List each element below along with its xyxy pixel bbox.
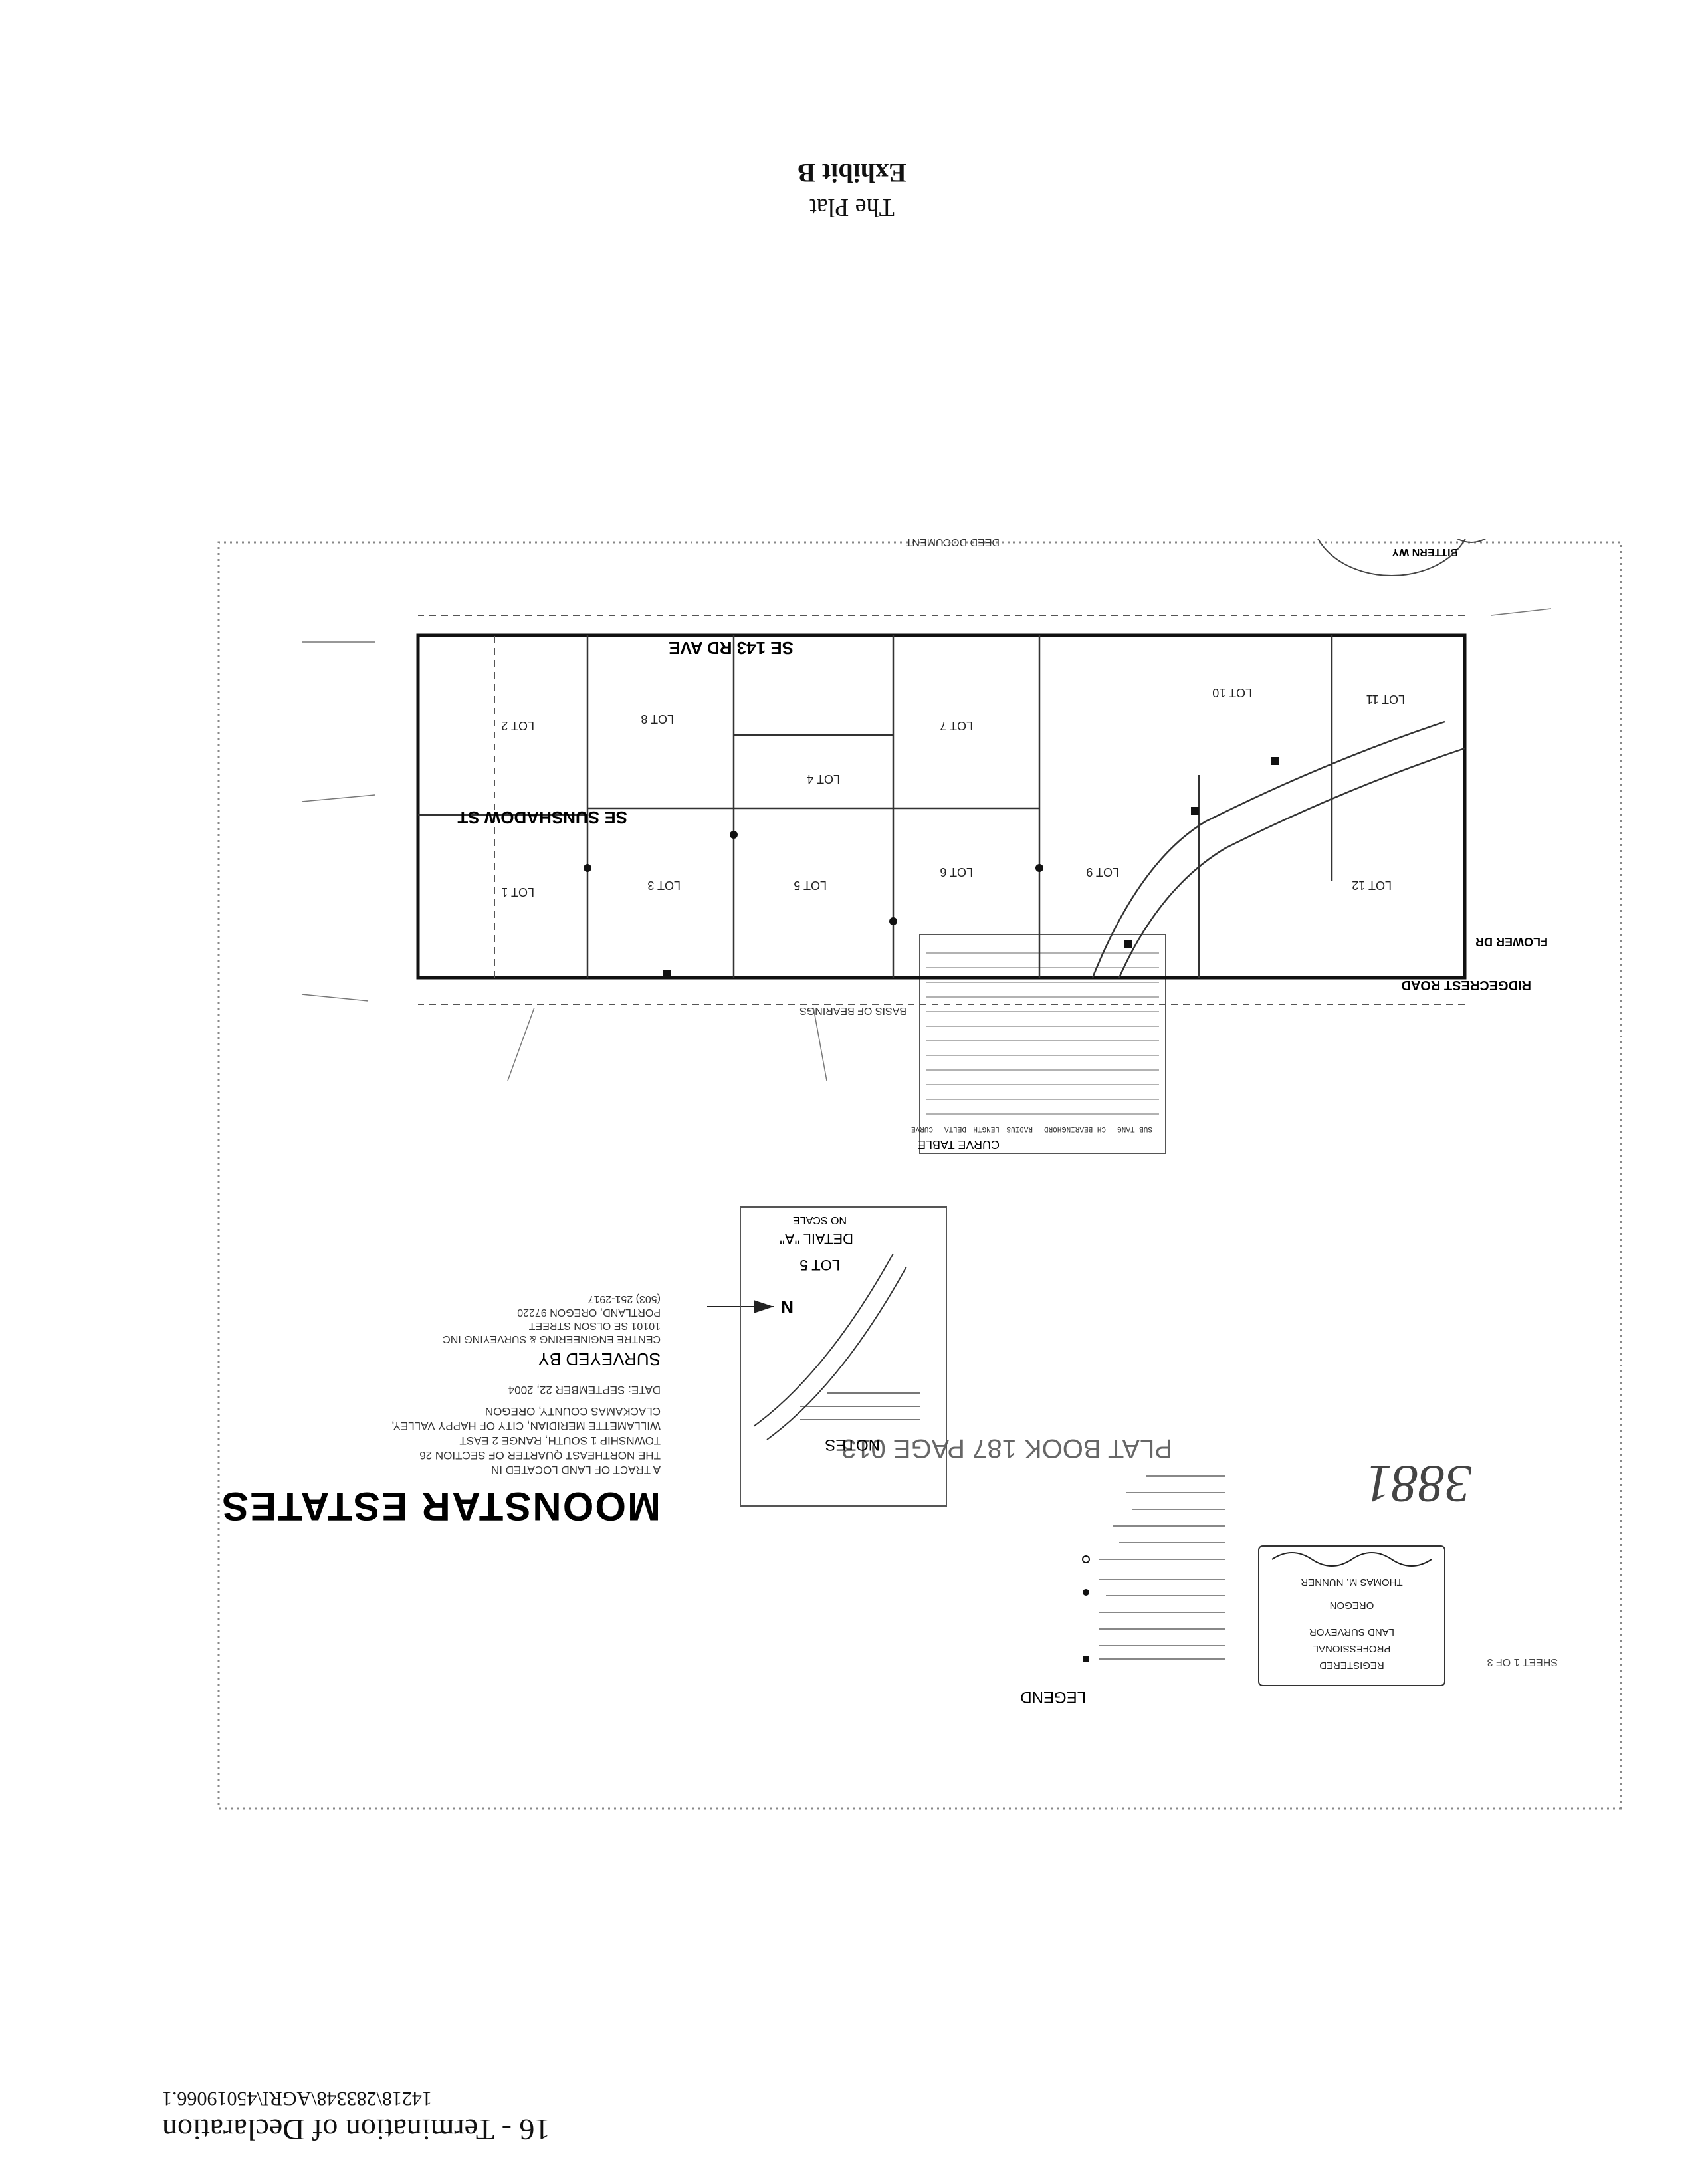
curve-col-header: RADIUS <box>1006 1125 1033 1133</box>
lot-label: LOT 3 <box>647 879 681 892</box>
plat-desc-line: WILLAMETTE MERIDIAN, CITY OF HAPPY VALLE… <box>391 1420 661 1432</box>
stamp-line: LAND SURVEYOR <box>1309 1626 1394 1638</box>
plat-desc-line: CLACKAMAS COUNTY, OREGON <box>485 1405 661 1418</box>
curve-col-header: LENGTH <box>973 1125 1000 1133</box>
curve-table-title: CURVE TABLE <box>918 1138 1000 1151</box>
curve-col-header: CH BEARING <box>1062 1125 1106 1133</box>
lot-label: LOT 7 <box>940 719 973 732</box>
lot-label: LOT 6 <box>940 865 973 879</box>
stamp-line: OREGON <box>1330 1600 1374 1611</box>
sheet-number: 3881 <box>1365 1454 1472 1513</box>
plat-title-block: MOONSTAR ESTATES A TRACT OF LAND LOCATED… <box>221 1293 1172 1529</box>
detail-title: DETAIL "A" <box>780 1230 853 1247</box>
exhibit-label: Exhibit B <box>798 158 906 188</box>
curve-col-header: DELTA <box>944 1125 966 1133</box>
lot-label: LOT 10 <box>1212 686 1252 699</box>
plat-desc-line: TOWNSHIP 1 SOUTH, RANGE 2 EAST <box>459 1434 661 1447</box>
street-bittern: BITTERN WY <box>1392 546 1458 558</box>
plat-svg: MOONSTAR ESTATES A TRACT OF LAND LOCATED… <box>217 455 1622 1810</box>
lot-label: LOT 9 <box>1086 865 1119 879</box>
lot-label: LOT 2 <box>501 719 534 732</box>
plat-date: DATE: SEPTEMBER 22, 2004 <box>508 1384 661 1396</box>
plat-desc-line: THE NORTHEAST QUARTER OF SECTION 26 <box>419 1449 661 1462</box>
legend-label: LEGEND <box>1020 1688 1086 1706</box>
surveyor-line: 10101 SE OLSON STREET <box>528 1320 661 1331</box>
header-title: 16 - Termination of Declaration <box>162 2113 550 2147</box>
notes-label: NOTES <box>825 1436 880 1454</box>
curve-table: CURVE TABLE CURVE DELTA LENGTH RADIUS CH… <box>911 934 1166 1154</box>
curve-col-header: CURVE <box>911 1125 933 1133</box>
surveyor-line: CENTRE ENGINEERING & SURVEYING INC <box>443 1333 661 1345</box>
curve-table-frame <box>919 934 1166 1154</box>
exhibit-caption: The Plat <box>809 193 895 221</box>
surveyor-line: PORTLAND, OREGON 97220 <box>517 1307 661 1318</box>
plat-book: PLAT BOOK 187 PAGE 013 <box>841 1434 1172 1463</box>
surveyor-info: CENTRE ENGINEERING & SURVEYING INC 10101… <box>443 1293 661 1345</box>
sheet-label: SHEET 1 OF 3 <box>1487 1656 1558 1668</box>
street-flower: FLOWER DR <box>1475 935 1548 948</box>
basis-of-bearings: BASIS OF BEARINGS <box>799 1005 906 1016</box>
subdivision-map: SE SUNSHADOW ST SE 143 RD AVE RIDGECREST… <box>301 455 1552 1081</box>
plat-drawing: MOONSTAR ESTATES A TRACT OF LAND LOCATED… <box>215 455 1624 1812</box>
curve-col-header: SUB TANG <box>1117 1125 1152 1133</box>
subdivision-boundary <box>416 633 1467 980</box>
legend-block: LEGEND <box>1020 1475 1225 1706</box>
svg-text:N: N <box>781 1297 794 1317</box>
detail-lot-label: LOT 5 <box>799 1257 840 1273</box>
curve-col-header: CHORD <box>1044 1125 1066 1133</box>
stamp-line: REGISTERED <box>1319 1660 1384 1671</box>
plat-description: A TRACT OF LAND LOCATED IN THE NORTHEAST… <box>391 1384 661 1476</box>
surveyor-line: (503) 251-2917 <box>587 1293 661 1305</box>
deed-document: DEED DOCUMENT <box>905 539 1000 548</box>
lot-label: LOT 4 <box>807 772 840 786</box>
lot-label: LOT 12 <box>1352 879 1392 892</box>
north-arrow-icon: N <box>707 1297 794 1317</box>
plat-title: MOONSTAR ESTATES <box>221 1484 661 1529</box>
stamp-line: THOMAS M. NUNNER <box>1301 1577 1403 1588</box>
notes-block: NOTES <box>800 1392 920 1454</box>
header-reference: 14218\283348\AGRI\45019066.1 <box>162 2088 432 2110</box>
lot-label: LOT 8 <box>641 712 674 726</box>
plat-desc-line: A TRACT OF LAND LOCATED IN <box>491 1464 661 1476</box>
lot-label: LOT 5 <box>794 879 827 892</box>
signature-icon <box>1271 1552 1432 1567</box>
street-ridgecrest: RIDGECREST ROAD <box>1401 978 1531 992</box>
lot-label: LOT 1 <box>501 885 534 899</box>
detail-a: LOT 5 DETAIL "A" NO SCALE <box>740 1206 947 1507</box>
street-avenue: SE 143 RD AVE <box>669 638 794 658</box>
surveyed-by-label: SURVEYED BY <box>538 1349 661 1369</box>
surveyor-stamp: REGISTERED PROFESSIONAL LAND SURVEYOR OR… <box>1258 1545 1445 1686</box>
detail-scale: NO SCALE <box>793 1214 847 1226</box>
lot-label: LOT 11 <box>1366 693 1405 706</box>
street-sunshadow: SE SUNSHADOW ST <box>457 808 627 827</box>
stamp-line: PROFESSIONAL <box>1313 1643 1391 1654</box>
plat-sheet-border <box>217 541 1622 1810</box>
